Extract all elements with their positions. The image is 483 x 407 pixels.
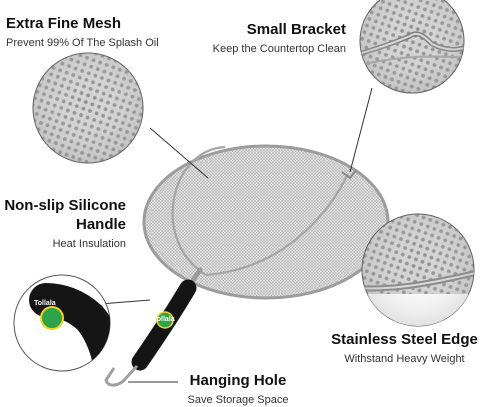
feature-hole-subtitle: Save Storage Space [187,394,289,406]
feature-edge: Stainless Steel Edge Withstand Heavy Wei… [326,331,483,366]
feature-edge-title: Stainless Steel Edge [331,331,478,348]
silicone-handle [104,267,203,387]
feature-mesh-subtitle: Prevent 99% Of The Splash Oil [6,37,159,49]
feature-handle-subtitle: Heat Insulation [52,238,126,250]
connector-mesh [149,127,209,179]
feature-mesh: Extra Fine Mesh Prevent 99% Of The Splas… [6,15,206,50]
small-bracket [341,169,357,180]
connector-bracket [349,87,373,173]
feature-bracket: Small Bracket Keep the Countertop Clean [170,21,346,56]
feature-mesh-title: Extra Fine Mesh [6,15,122,32]
zoom-circle-mesh [32,52,144,164]
feature-edge-subtitle: Withstand Heavy Weight [344,353,465,365]
zoom-circle-edge [361,213,475,327]
splatter-screen [142,144,390,300]
connector-handle [99,299,151,305]
feature-bracket-title: Small Bracket [246,21,346,38]
brand-logo-zoom: Tollala [34,300,56,307]
feature-bracket-subtitle: Keep the Countertop Clean [212,43,346,55]
brand-logo-handle: Tollala [153,316,175,323]
feature-hole-title: Hanging Hole [189,372,287,389]
feature-hole: Hanging Hole Save Storage Space [168,372,308,407]
feature-handle-title: Non-slip Silicone Handle [4,197,126,233]
feature-handle: Non-slip Silicone Handle Heat Insulation [0,196,126,251]
handle-badge [156,311,174,329]
zoom-circle-handle [13,274,111,372]
zoom-circle-bracket [359,0,465,94]
